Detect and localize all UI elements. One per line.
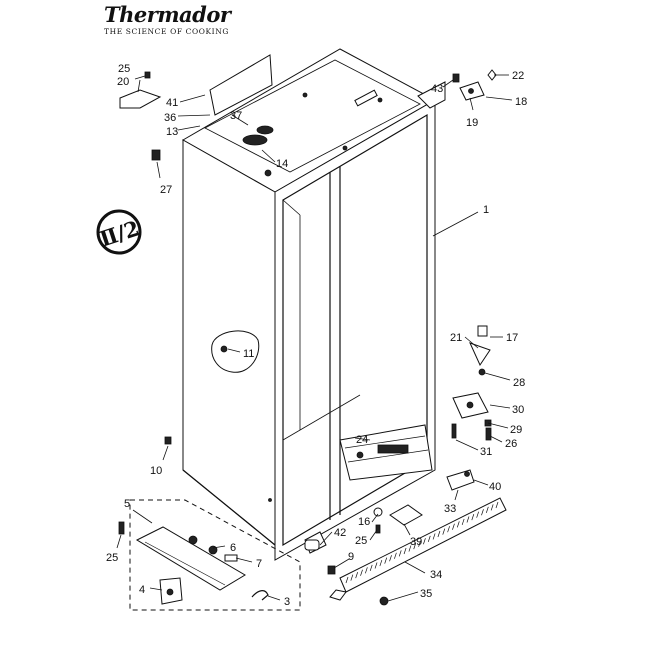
callout-34: 34 <box>430 569 442 581</box>
clip <box>251 590 269 601</box>
grille-slot <box>452 523 455 530</box>
grille-slot <box>437 530 441 538</box>
callout-25-top: 25 <box>118 63 130 75</box>
grille-slot <box>447 526 450 533</box>
callout-9: 9 <box>348 551 354 563</box>
callout-13: 13 <box>166 126 178 138</box>
small-parts <box>118 69 497 606</box>
leader-lines <box>116 74 513 602</box>
grille-slot <box>495 501 499 509</box>
callout-3: 3 <box>284 596 290 608</box>
callout-39: 39 <box>410 536 422 548</box>
callout-18: 18 <box>515 96 527 108</box>
grille-slot <box>461 518 465 526</box>
callout-19: 19 <box>466 117 478 129</box>
callout-30: 30 <box>512 404 524 416</box>
grille-slot <box>355 572 359 579</box>
callout-36: 36 <box>164 112 176 124</box>
grille-slot <box>398 550 402 557</box>
callout-28: 28 <box>513 377 525 389</box>
leveling-foot <box>159 577 183 605</box>
grille-slot <box>442 528 446 535</box>
callout-labels: 25 20 41 36 13 37 14 27 43 22 18 19 1 11… <box>106 63 527 608</box>
callout-40: 40 <box>489 481 501 493</box>
callout-11: 11 <box>243 348 254 360</box>
grille-slot <box>418 540 421 547</box>
callout-5: 5 <box>124 498 130 510</box>
grille-slot <box>360 569 363 576</box>
callout-27: 27 <box>160 184 172 196</box>
grille-slot <box>456 521 460 528</box>
callout-33: 33 <box>444 503 456 515</box>
base-assembly-outline <box>129 499 301 611</box>
model-badge: Ⅱ/2 <box>96 209 142 255</box>
grille-slot <box>466 516 470 523</box>
grille-slot <box>365 567 368 574</box>
grille-slot <box>394 552 397 559</box>
callout-43: 43 <box>431 83 443 95</box>
callout-17: 17 <box>506 332 518 344</box>
grille-slot <box>350 574 354 581</box>
callout-22: 22 <box>512 70 524 82</box>
grille-slot <box>423 538 426 545</box>
grille-slot <box>389 555 392 562</box>
callout-25-left: 25 <box>106 552 118 564</box>
callout-16: 16 <box>358 516 370 528</box>
callout-4: 4 <box>139 584 145 596</box>
grille-slot <box>408 545 412 552</box>
grille-slot <box>476 511 479 518</box>
callout-37: 37 <box>230 110 242 122</box>
callout-7: 7 <box>256 558 262 570</box>
callout-24: 24 <box>356 434 368 446</box>
leveling-rail <box>135 526 246 591</box>
grille-slot <box>384 557 388 564</box>
callout-6: 6 <box>230 542 236 554</box>
callout-31: 31 <box>480 446 492 458</box>
grille-slot <box>345 576 349 584</box>
grille-slot <box>432 533 436 540</box>
grille-slot <box>485 506 489 513</box>
brand-logo: Thermador <box>104 2 231 27</box>
grille-slot <box>427 535 431 542</box>
callout-29: 29 <box>510 424 522 436</box>
cabinet <box>181 48 446 561</box>
callout-26: 26 <box>505 438 517 450</box>
brand-tagline: THE SCIENCE OF COOKING <box>104 27 229 36</box>
callout-20: 20 <box>117 76 129 88</box>
grille-slot <box>369 564 373 572</box>
grille-slot <box>374 562 378 569</box>
callout-25-mid: 25 <box>355 535 367 547</box>
callout-41: 41 <box>166 97 178 109</box>
grille-slot <box>481 509 484 516</box>
callout-10: 10 <box>150 465 162 477</box>
kick-plate <box>329 497 507 601</box>
callout-42: 42 <box>334 527 346 539</box>
grille-slot <box>490 504 494 511</box>
grille-slot <box>379 559 383 567</box>
callout-35: 35 <box>420 588 432 600</box>
callout-14: 14 <box>276 158 288 170</box>
grille-slot <box>413 543 417 550</box>
grille-slot <box>403 547 407 555</box>
grille-slot <box>471 513 475 521</box>
callout-21: 21 <box>450 332 462 344</box>
callout-1: 1 <box>483 204 489 216</box>
